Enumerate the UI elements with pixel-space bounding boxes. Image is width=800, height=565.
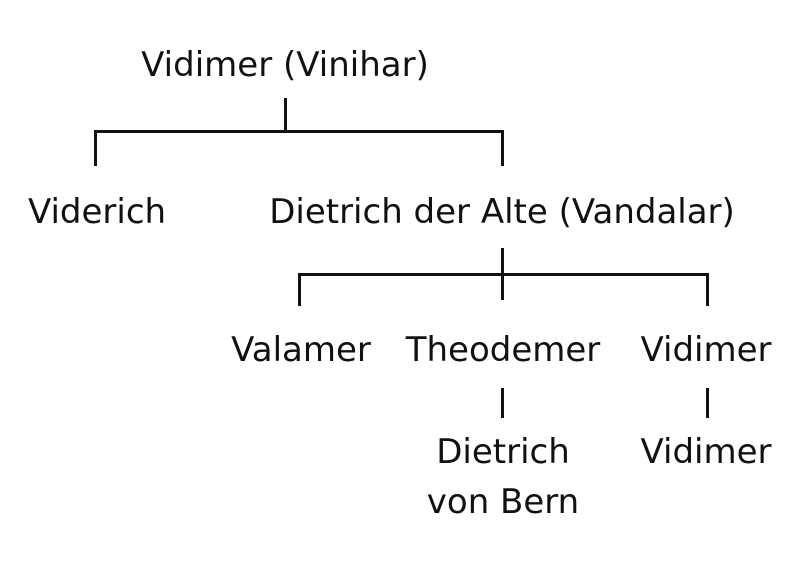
node-vidimer-vinihar: Vidimer (Vinihar) bbox=[141, 45, 429, 85]
node-dietrich-der-alte: Dietrich der Alte (Vandalar) bbox=[269, 192, 735, 232]
connector-root-right-drop bbox=[501, 130, 504, 166]
node-theodemer: Theodemer bbox=[405, 330, 601, 370]
connector-gen2-left-drop bbox=[298, 273, 301, 306]
node-vidimer-gen3: Vidimer bbox=[640, 330, 772, 370]
connector-gen2-right-drop bbox=[706, 273, 709, 306]
connector-root-left-drop bbox=[94, 130, 97, 166]
node-valamer: Valamer bbox=[231, 330, 371, 370]
node-viderich: Viderich bbox=[27, 192, 167, 232]
node-dietrich-von-bern-line1: Dietrich bbox=[436, 432, 570, 472]
connector-gen2-bar bbox=[298, 273, 709, 276]
node-vidimer-gen4: Vidimer bbox=[640, 432, 772, 472]
connector-root-bar bbox=[94, 130, 504, 133]
connector-root-stem bbox=[284, 98, 287, 132]
node-dietrich-von-bern-line2: von Bern bbox=[426, 482, 580, 522]
connector-vidimer-drop bbox=[706, 388, 709, 418]
node-dietrich-von-bern: Dietrich von Bern bbox=[427, 427, 579, 527]
connector-theodemer-drop bbox=[501, 388, 504, 418]
